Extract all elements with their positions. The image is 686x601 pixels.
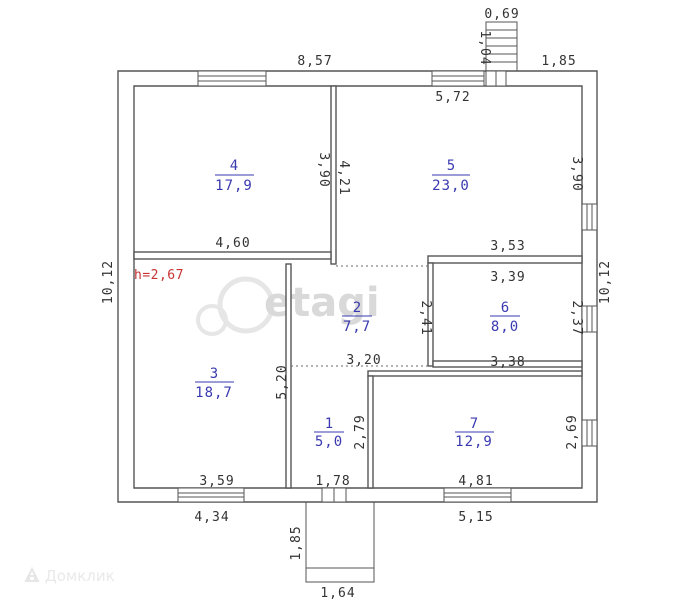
dim-room1-height: 2,79 bbox=[353, 414, 368, 449]
domclick-logo: Домклик bbox=[24, 566, 115, 585]
dim-top-right: 1,85 bbox=[541, 54, 576, 69]
window-right-1 bbox=[581, 203, 598, 231]
room-5-label: 5 23,0 bbox=[432, 158, 470, 194]
dimensions-horizontal: 8,57 1,85 0,69 5,72 4,60 3,53 3,39 3,20 … bbox=[194, 7, 576, 601]
dim-bottom-right: 5,15 bbox=[458, 510, 493, 525]
top-stairs bbox=[485, 21, 518, 72]
dim-porch-width: 1,64 bbox=[320, 586, 355, 601]
window-right-3 bbox=[581, 419, 598, 447]
room-area: 8,0 bbox=[491, 319, 519, 335]
room-number: 1 bbox=[325, 416, 333, 432]
room-number: 7 bbox=[470, 416, 478, 432]
dim-top-porch-width: 0,69 bbox=[484, 7, 519, 22]
windows bbox=[177, 70, 598, 503]
door-top bbox=[485, 70, 507, 87]
dim-porch-depth: 1,85 bbox=[289, 525, 304, 560]
dim-room3-bottom: 3,59 bbox=[199, 474, 234, 489]
window-bottom-right bbox=[443, 487, 512, 503]
room-number: 6 bbox=[501, 300, 509, 316]
room-6-label: 6 8,0 bbox=[490, 300, 520, 335]
door-entrance bbox=[321, 487, 347, 503]
dim-room3-height: 5,20 bbox=[275, 364, 290, 399]
window-right-2 bbox=[581, 305, 598, 333]
room-number: 5 bbox=[447, 158, 455, 174]
room-area: 23,0 bbox=[432, 178, 470, 194]
dim-room1-top: 3,20 bbox=[346, 353, 381, 368]
room-number: 3 bbox=[210, 366, 218, 382]
room-area: 5,0 bbox=[315, 434, 343, 450]
room-7-label: 7 12,9 bbox=[455, 416, 494, 450]
dim-room5-bottom: 3,53 bbox=[490, 239, 525, 254]
dim-right-total: 10,12 bbox=[598, 260, 613, 304]
domclick-logo-text: Домклик bbox=[45, 567, 115, 585]
window-bottom-left bbox=[177, 487, 245, 503]
dim-room7-height: 2,69 bbox=[565, 414, 580, 449]
watermark-text: etagi bbox=[264, 280, 380, 326]
room-1-label: 1 5,0 bbox=[314, 416, 344, 450]
room-2-label: 2 7,7 bbox=[342, 300, 372, 335]
dimensions-vertical: 1,04 10,12 10,12 3,90 4,21 3,90 2,41 2,3… bbox=[101, 30, 613, 560]
dim-room5-height-right: 3,90 bbox=[569, 156, 584, 191]
dim-left-total: 10,12 bbox=[101, 260, 116, 304]
dim-room2-height: 2,41 bbox=[418, 300, 433, 335]
dim-room5-width: 5,72 bbox=[435, 90, 470, 105]
doors bbox=[321, 70, 507, 503]
room-area: 7,7 bbox=[343, 319, 371, 335]
window-top-right bbox=[431, 70, 485, 87]
room-number: 2 bbox=[353, 300, 361, 316]
dim-room1-bottom: 1,78 bbox=[315, 474, 350, 489]
dim-room4-height: 3,90 bbox=[316, 152, 331, 187]
watermark: etagi bbox=[196, 276, 380, 336]
dim-room6-bottom: 3,38 bbox=[490, 355, 525, 370]
dim-bottom-left: 4,34 bbox=[194, 510, 229, 525]
dim-top-left: 8,57 bbox=[297, 54, 332, 69]
room-area: 12,9 bbox=[455, 434, 493, 450]
room-number: 4 bbox=[230, 158, 238, 174]
interior-walls bbox=[133, 85, 583, 489]
room-area: 17,9 bbox=[215, 178, 253, 194]
dim-room6-height: 2,37 bbox=[569, 300, 584, 335]
bottom-porch bbox=[305, 501, 375, 583]
dim-room4-width: 4,60 bbox=[215, 236, 250, 251]
room-area: 18,7 bbox=[195, 385, 233, 401]
room-3-label: 3 18,7 bbox=[195, 366, 234, 401]
ceiling-height-label: h=2,67 bbox=[134, 268, 184, 283]
dim-room5-height-left: 4,21 bbox=[336, 160, 351, 195]
room-4-label: 4 17,9 bbox=[215, 158, 254, 194]
dim-room7-bottom: 4,81 bbox=[458, 474, 493, 489]
window-top-left bbox=[197, 70, 267, 87]
dim-top-porch-depth: 1,04 bbox=[477, 30, 492, 65]
dim-room6-top: 3,39 bbox=[490, 270, 525, 285]
